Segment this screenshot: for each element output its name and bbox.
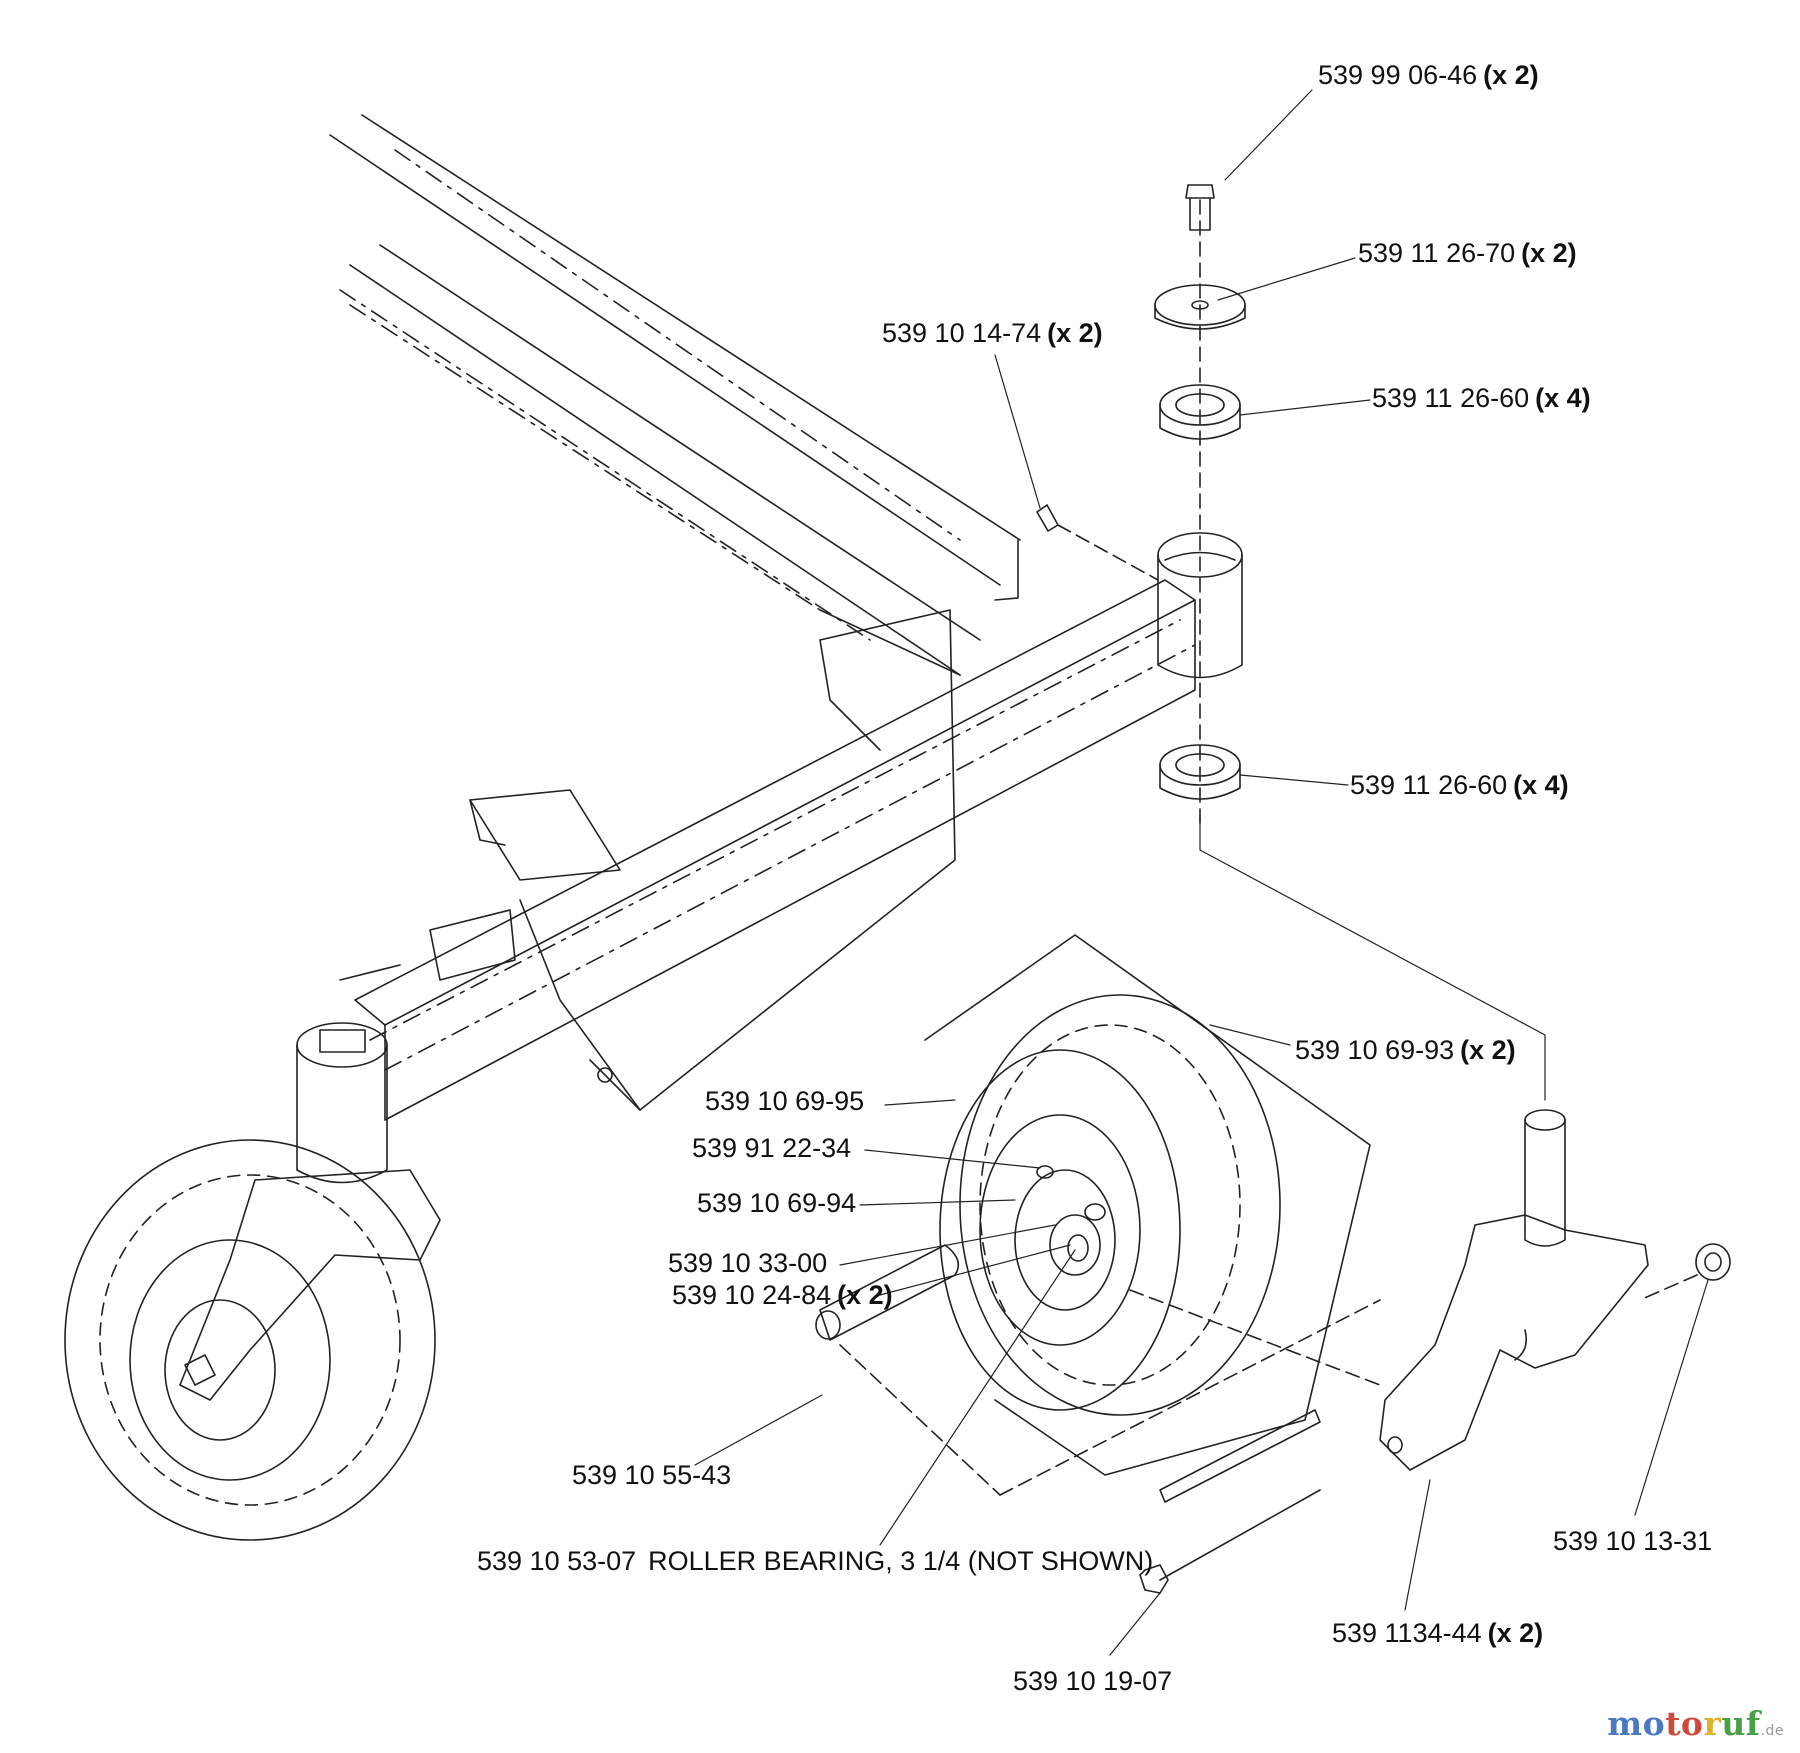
part-callout-539-11-26-60-upper: 539 11 26-60(x 4) (1372, 385, 1591, 412)
part-callout-539-10-69-93: 539 10 69-93(x 2) (1295, 1037, 1516, 1064)
watermark-logo: motoruf.de (1607, 1704, 1784, 1743)
part-number: 539 11 26-60 (1372, 383, 1530, 413)
part-quantity: (x 2) (1047, 318, 1103, 348)
part-quantity: (x 2) (837, 1280, 893, 1310)
watermark-part: mo (1607, 1704, 1666, 1743)
part-number: 539 10 69-95 (705, 1086, 865, 1116)
part-number: 539 10 33-00 (668, 1248, 828, 1278)
left-caster (64, 1022, 441, 1541)
leader-lines (694, 89, 1709, 1656)
part-callout-539-10-69-94: 539 10 69-94 (697, 1190, 856, 1217)
part-number: 539 10 55-43 (572, 1460, 732, 1490)
part-callout-539-99-06-46: 539 99 06-46(x 2) (1318, 62, 1539, 89)
part-quantity: (x 4) (1535, 383, 1591, 413)
upper-stack (1036, 184, 1246, 831)
part-quantity: (x 2) (1487, 1618, 1544, 1648)
watermark-tld: .de (1760, 1723, 1784, 1739)
part-number: 539 1134-44 (1332, 1618, 1482, 1648)
watermark-part: to (1665, 1704, 1704, 1743)
part-quantity: (x 2) (1460, 1035, 1516, 1065)
part-number: 539 10 19-07 (1013, 1666, 1173, 1696)
part-callout-539-10-24-84: 539 10 24-84(x 2) (672, 1282, 893, 1309)
part-number: 539 10 69-94 (697, 1188, 857, 1218)
part-number: 539 99 06-46 (1318, 60, 1478, 90)
part-number: 539 11 26-60 (1350, 770, 1508, 800)
axle-hardware (815, 1244, 1381, 1594)
right-wheel (924, 934, 1371, 1476)
part-callout-539-11-34-44: 539 1134-44(x 2) (1332, 1620, 1543, 1647)
part-callout-539-10-55-43: 539 10 55-43 (572, 1462, 731, 1489)
part-quantity: (x 4) (1513, 770, 1569, 800)
part-callout-539-11-26-70: 539 11 26-70(x 2) (1358, 240, 1577, 267)
right-yoke (1379, 1109, 1731, 1471)
part-number: 539 10 14-74 (882, 318, 1042, 348)
watermark-part: uf (1721, 1704, 1761, 1743)
frame-rails (329, 114, 1021, 676)
pivot-housing (1157, 532, 1243, 679)
part-description: ROLLER BEARING, 3 1/4 (NOT SHOWN) (648, 1546, 1154, 1576)
part-callout-539-10-13-31: 539 10 13-31 (1553, 1528, 1712, 1555)
part-quantity: (x 2) (1483, 60, 1539, 90)
part-callout-539-10-33-00: 539 10 33-00 (668, 1250, 827, 1277)
part-callout-539-10-19-07: 539 10 19-07 (1013, 1668, 1172, 1695)
part-callout-539-10-53-07: 539 10 53-07 ROLLER BEARING, 3 1/4 (NOT S… (477, 1548, 1153, 1575)
part-number: 539 10 13-31 (1553, 1526, 1713, 1556)
part-callout-539-10-14-74: 539 10 14-74(x 2) (882, 320, 1103, 347)
part-callout-539-11-26-60-lower: 539 11 26-60(x 4) (1350, 772, 1569, 799)
watermark-part: r (1703, 1704, 1722, 1743)
part-number: 539 10 69-93 (1295, 1035, 1455, 1065)
part-callout-539-91-22-34: 539 91 22-34 (692, 1135, 851, 1162)
part-callout-539-10-69-95: 539 10 69-95 (705, 1088, 864, 1115)
part-quantity: (x 2) (1521, 238, 1577, 268)
part-number: 539 91 22-34 (692, 1133, 852, 1163)
part-number: 539 10 24-84 (672, 1280, 832, 1310)
part-number: 539 10 53-07 (477, 1546, 637, 1576)
part-number: 539 11 26-70 (1358, 238, 1516, 268)
bracket-plate (339, 609, 956, 1111)
cross-tube (354, 579, 1196, 1121)
